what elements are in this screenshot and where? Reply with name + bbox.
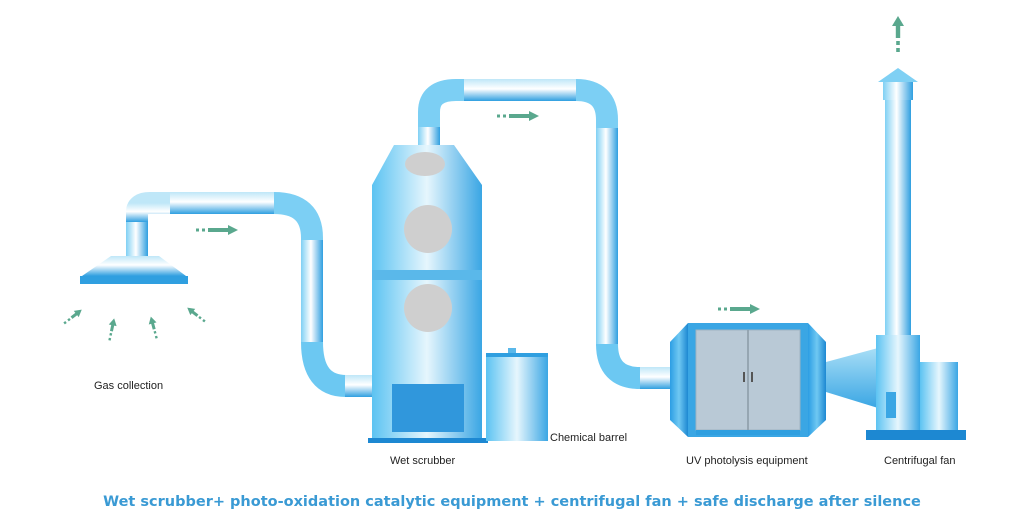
centrifugal-fan <box>866 335 966 440</box>
exhaust-chimney <box>878 68 918 335</box>
gas-collection-hood <box>80 256 188 284</box>
chemical-barrel <box>486 348 548 441</box>
flow-arrows <box>196 16 904 314</box>
gas-intake-arrows <box>61 304 208 342</box>
duct-scrubber-to-uv <box>418 79 670 389</box>
uv-photolysis-unit <box>670 323 826 437</box>
diagram-caption: Wet scrubber+ photo-oxidation catalytic … <box>103 494 921 510</box>
duct-hood-to-scrubber <box>126 192 375 397</box>
label-chemical-barrel: Chemical barrel <box>550 432 628 444</box>
wet-scrubber <box>368 125 488 443</box>
transition-cone <box>826 348 878 408</box>
label-wet-scrubber: Wet scrubber <box>390 455 456 467</box>
label-uv-photolysis: UV photolysis equipment <box>686 455 808 467</box>
label-centrifugal-fan: Centrifugal fan <box>884 455 956 467</box>
label-gas-collection: Gas collection <box>94 380 164 392</box>
